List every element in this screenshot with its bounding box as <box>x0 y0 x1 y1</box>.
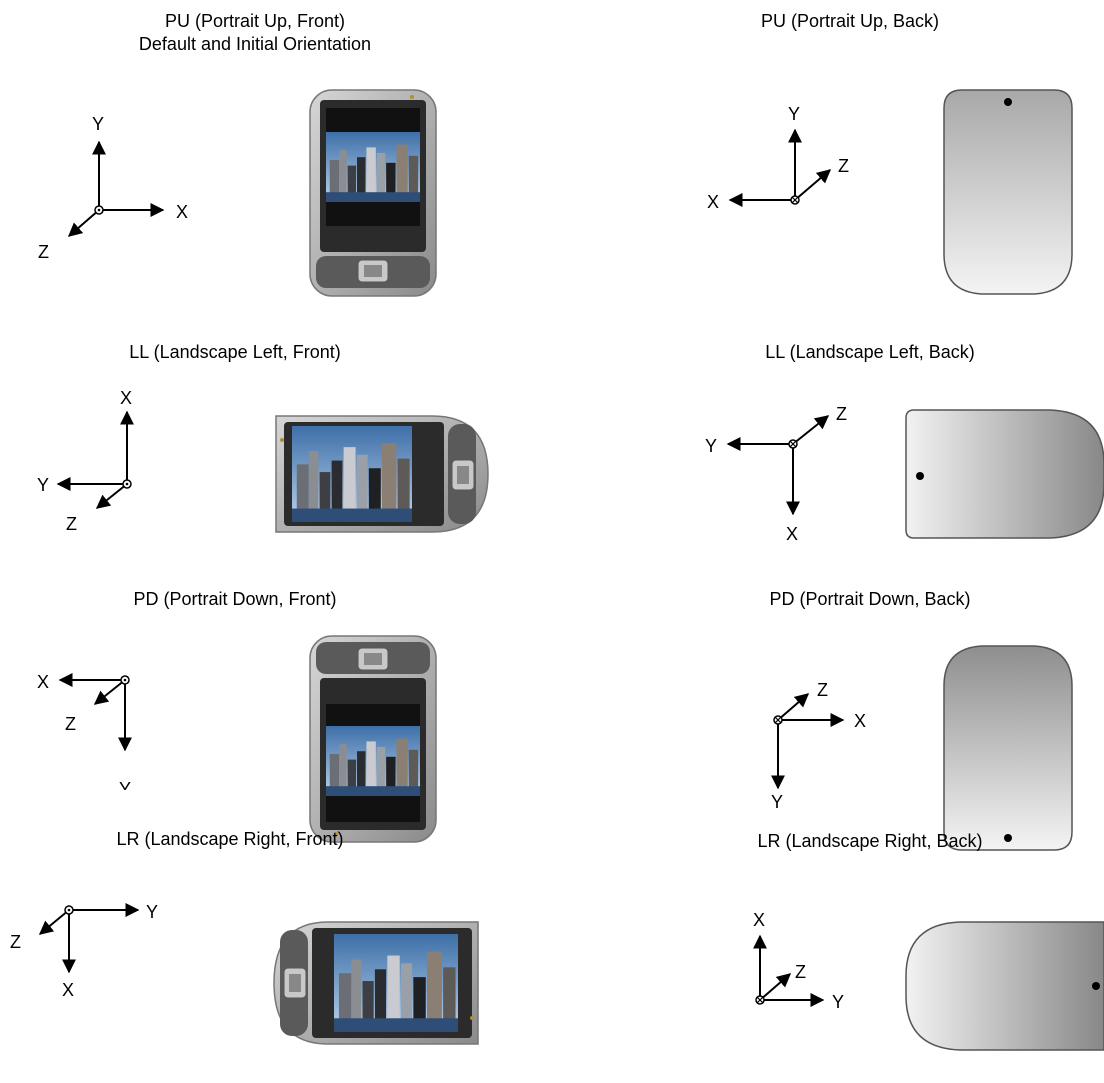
device-pd-back <box>943 645 1073 851</box>
device-pu-front <box>309 89 437 297</box>
axis-y-label: Y <box>146 902 158 922</box>
axis-z-label: Z <box>66 514 77 534</box>
device-ll-back <box>905 409 1104 539</box>
panel-title: PU (Portrait Up, Back) <box>760 11 940 31</box>
axes-lr-back: X Z Y <box>753 910 844 1012</box>
axis-z-label: Z <box>65 714 76 734</box>
axis-y-label: Y <box>37 475 49 495</box>
axis-x-label: X <box>176 202 188 222</box>
axis-x-label: X <box>854 711 866 731</box>
panel-title: PD (Portrait Down, Front) <box>133 589 337 609</box>
axis-y-label: Y <box>119 779 131 790</box>
axis-x-label: X <box>37 672 49 692</box>
device-lr-front <box>273 921 479 1045</box>
axis-z-label: Z <box>836 404 847 424</box>
axis-z-label: Z <box>38 242 49 262</box>
panel-title: LR (Landscape Right, Back) <box>757 831 983 851</box>
panel-title: LL (Landscape Left, Back) <box>765 342 975 362</box>
axis-x-label: X <box>707 192 719 212</box>
device-pu-back <box>943 89 1073 295</box>
panel-subtitle: Default and Initial Orientation <box>138 34 372 54</box>
axis-y-label: Y <box>705 436 717 456</box>
axis-y-label: Y <box>832 992 844 1012</box>
axis-x-label: X <box>120 388 132 408</box>
device-lr-back <box>905 921 1104 1051</box>
axis-y-label: Y <box>771 792 783 812</box>
axes-pu-back: Y X Z <box>707 104 849 212</box>
panel-title: LL (Landscape Left, Front) <box>129 342 341 362</box>
panel-title: PU (Portrait Up, Front) <box>164 11 346 31</box>
axis-x-label: X <box>753 910 765 930</box>
axis-y-label: Y <box>92 114 104 134</box>
device-pd-front <box>309 635 437 843</box>
axes-ll-back: Y X Z <box>705 404 847 544</box>
panel-title: PD (Portrait Down, Back) <box>769 589 971 609</box>
panel-title: LR (Landscape Right, Front) <box>116 829 344 849</box>
axis-z-label: Z <box>795 962 806 982</box>
device-ll-front <box>275 415 489 533</box>
axes-ll-front: X Y Z <box>37 388 134 534</box>
axes-pu-front: Y X Z <box>38 114 188 262</box>
axis-x-label: X <box>786 524 798 544</box>
axis-z-label: Z <box>817 680 828 700</box>
axis-y-label: Y <box>788 104 800 124</box>
axes-pd-front: X Z Y <box>37 672 132 790</box>
axes-pd-back: Z X Y <box>771 680 866 812</box>
axis-x-label: X <box>62 980 74 1000</box>
axes-lr-front: Y Z X <box>10 902 158 1000</box>
axis-z-label: Z <box>838 156 849 176</box>
axis-z-label: Z <box>10 932 21 952</box>
